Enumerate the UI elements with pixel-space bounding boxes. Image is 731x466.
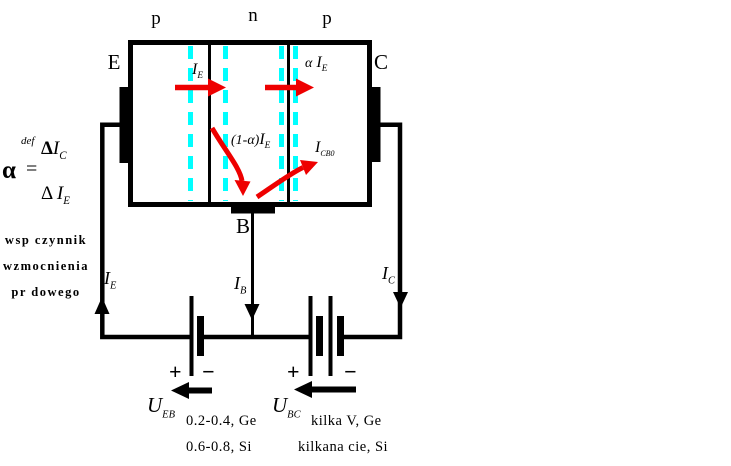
ie-up-arrowhead bbox=[94, 297, 110, 314]
icbo-label: ICB0 bbox=[315, 139, 335, 158]
alpha-symbol: α bbox=[2, 157, 16, 184]
recombination-label: (1-α)IE bbox=[231, 131, 271, 152]
right-battery-minus-sign: − bbox=[344, 359, 357, 384]
ie-flow-arrow bbox=[175, 78, 226, 97]
alpha-ie-label: α IE bbox=[305, 54, 328, 75]
ubc-note-si: kilkana cie, Si bbox=[298, 439, 389, 455]
ubc-direction-arrow bbox=[294, 381, 356, 398]
region-label-n: n bbox=[248, 5, 258, 26]
ic-current-label: IC bbox=[382, 263, 395, 287]
alpha-ie-flow-arrow bbox=[265, 78, 314, 97]
recombination-flow-arrow bbox=[209, 126, 251, 196]
ib-current-label: IB bbox=[234, 273, 247, 297]
region-label-p1: p bbox=[151, 8, 161, 29]
formula-denominator: Δ IE bbox=[41, 183, 70, 207]
icbo-flow-arrow bbox=[255, 160, 318, 200]
transistor-body bbox=[128, 40, 372, 207]
region-label-p2: p bbox=[322, 8, 332, 29]
def-annotation: def bbox=[21, 135, 35, 147]
ie-internal-label: IE bbox=[192, 61, 203, 82]
ueb-direction-arrow bbox=[171, 382, 212, 399]
ubc-label: UBC bbox=[272, 393, 301, 421]
ueb-note-ge: 0.2-0.4, Ge bbox=[186, 413, 257, 429]
caption-line-1: wsp czynnik bbox=[4, 233, 88, 247]
base-contact bbox=[231, 204, 275, 214]
ib-down-arrowhead bbox=[244, 304, 260, 320]
ubc-note-ge: kilka V, Ge bbox=[311, 413, 382, 429]
left-battery-minus-sign: − bbox=[202, 359, 215, 384]
formula-numerator: ΔIC bbox=[41, 138, 67, 162]
emitter-wire bbox=[100, 122, 190, 340]
base-label: B bbox=[235, 214, 250, 238]
emitter-label: E bbox=[107, 50, 121, 74]
collector-label: C bbox=[373, 50, 388, 74]
equals-sign: = bbox=[26, 158, 38, 180]
ic-down-arrowhead bbox=[393, 292, 408, 308]
left-battery-plus-sign: + bbox=[169, 359, 182, 384]
ueb-note-si: 0.6-0.8, Si bbox=[186, 439, 252, 455]
ueb-label: UEB bbox=[147, 393, 175, 421]
right-battery-plus-sign: + bbox=[287, 359, 300, 384]
alpha-caption: wsp czynnik wzmocnienia pr dowego bbox=[0, 227, 92, 305]
caption-line-2: wzmocnienia bbox=[3, 259, 89, 273]
collector-wire bbox=[342, 122, 403, 340]
ie-current-label: IE bbox=[104, 268, 117, 292]
caption-line-3: pr dowego bbox=[11, 285, 81, 299]
